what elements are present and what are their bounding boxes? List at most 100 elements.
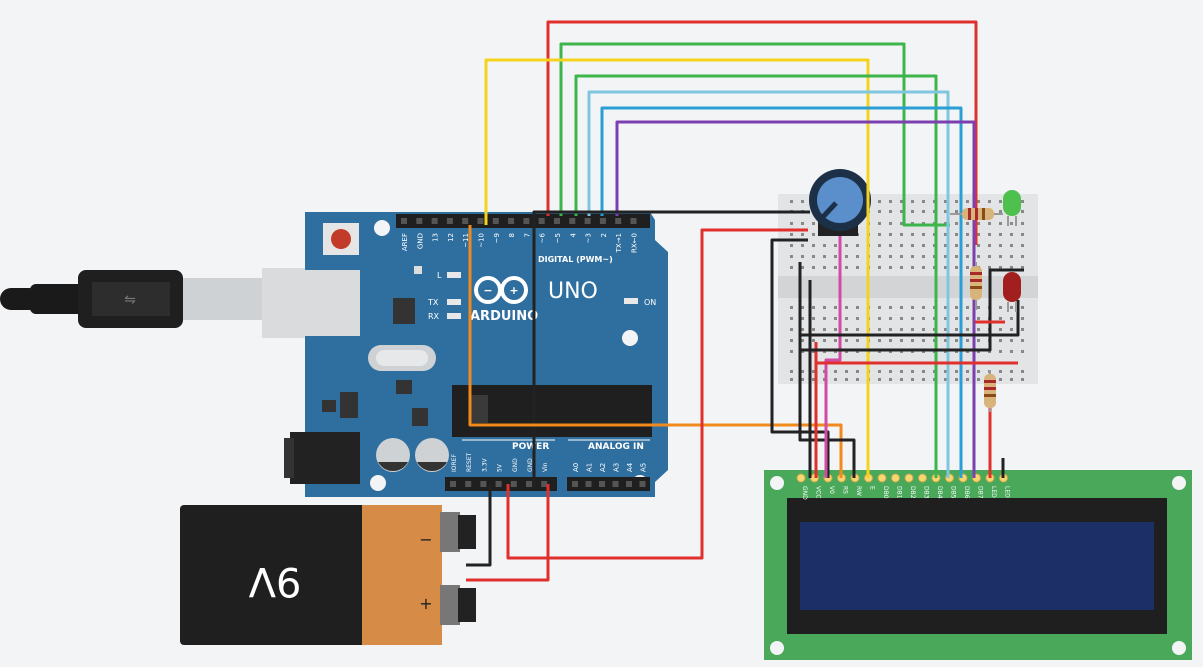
lcd-pin[interactable] [877,473,887,483]
resistor-red-led [970,262,982,310]
breadboard-hole [823,244,826,247]
breadboard-hole [1010,328,1013,331]
header-pin[interactable] [612,481,619,487]
power-pin-label: GND [512,458,519,472]
breadboard-hole [900,255,903,258]
header-pin[interactable] [599,218,606,224]
header-pin[interactable] [401,218,407,224]
breadboard-hole [900,244,903,247]
breadboard-hole [977,370,980,373]
breadboard-hole [845,370,848,373]
breadboard-hole [966,233,969,236]
lcd-pin-label: LED [1004,486,1011,498]
breadboard-hole [911,370,914,373]
breadboard-hole [889,306,892,309]
breadboard-hole [922,378,925,381]
breadboard-hole [1010,378,1013,381]
digital-pin-label: RX←0 [631,233,639,253]
breadboard-hole [911,339,914,342]
breadboard-hole [790,378,793,381]
header-pin[interactable] [431,218,438,224]
header-pin[interactable] [510,481,517,487]
header-pin[interactable] [480,481,487,487]
breadboard-hole [900,266,903,269]
header-pin[interactable] [450,481,456,487]
analog-pin-label: A4 [626,462,634,472]
breadboard-hole [1021,370,1024,373]
breadboard-hole [922,255,925,258]
breadboard-hole [911,306,914,309]
lcd-pin[interactable] [891,473,900,483]
breadboard-hole [900,370,903,373]
header-pin[interactable] [462,218,469,224]
header-pin[interactable] [526,481,532,487]
header-pin[interactable] [599,481,605,487]
breadboard-hole [1010,370,1013,373]
wire-green-pin5 [574,74,938,478]
breadboard-hole [834,306,837,309]
header-pin[interactable] [538,218,545,224]
breadboard-hole [801,306,804,309]
digital-pin-label: ~11 [462,233,470,248]
analog-pin-label: A3 [613,463,621,472]
breadboard-hole [955,339,958,342]
breadboard-hole [878,222,881,225]
lcd-pin[interactable] [904,473,914,483]
breadboard-hole [801,317,804,320]
header-pin[interactable] [630,218,637,224]
header-pin[interactable] [495,481,502,487]
breadboard-hole [889,266,892,269]
breadboard-hole [955,306,958,309]
header-pin[interactable] [639,481,646,487]
header-pin[interactable] [584,218,591,224]
wire-black-battery [466,484,492,567]
header-pin[interactable] [416,218,423,224]
breadboard-hole [922,370,925,373]
breadboard-hole [801,328,804,331]
lcd-pin[interactable] [918,473,927,483]
header-pin[interactable] [465,481,472,487]
breadboard-hole [966,200,969,203]
breadboard-hole [878,317,881,320]
wire-black-bb2 [800,268,1024,352]
arduino-uno-board[interactable]: L TX RX ON − + ARDUINO UNO DIGITAL (PWM~… [268,212,668,497]
header-pin[interactable] [615,218,622,224]
potentiometer[interactable] [809,169,871,236]
header-pin[interactable] [569,218,576,224]
breadboard-hole [944,317,947,320]
breadboard-hole [889,222,892,225]
breadboard-hole [1021,328,1024,331]
header-pin[interactable] [477,218,484,224]
breadboard-hole [889,244,892,247]
header-pin[interactable] [554,218,560,224]
breadboard-hole [834,255,837,258]
header-pin[interactable] [492,218,499,224]
breadboard-hole [823,339,826,342]
breadboard-hole [977,339,980,342]
power-pin-label: IOREF [451,454,458,472]
header-pin[interactable] [508,218,515,224]
breadboard-hole [944,370,947,373]
digital-pin-label: ~6 [539,232,547,243]
mounting-hole [374,220,390,236]
header-pin[interactable] [572,481,578,487]
analog-header-label: ANALOG IN [588,442,644,452]
header-pin[interactable] [523,218,530,224]
breadboard-hole [900,222,903,225]
lcd-pin[interactable] [796,473,806,483]
header-pin[interactable] [626,481,632,487]
breadboard-hole [966,244,969,247]
breadboard-hole [1021,378,1024,381]
breadboard-hole [1010,350,1013,353]
breadboard-hole [955,200,958,203]
lcd-pin-label: DB6 [963,486,970,499]
header-pin[interactable] [541,481,548,487]
breadboard-hole [889,339,892,342]
header-pin[interactable] [585,481,592,487]
breadboard-hole [801,244,804,247]
digital-pin-label: 7 [523,233,531,237]
breadboard-hole [812,378,815,381]
header-pin[interactable] [446,218,453,224]
